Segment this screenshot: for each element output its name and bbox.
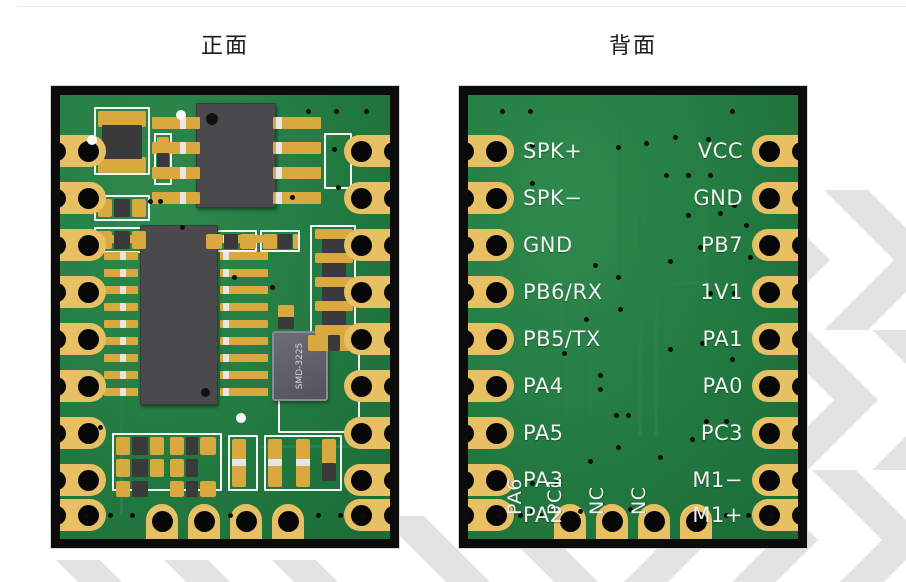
pad-back-left-1 [468,135,514,167]
pad-front-bottom-3 [230,504,262,539]
pin-label-spk-minus: SPK− [523,186,583,210]
pad-front-right-5 [344,323,390,355]
pcb-board-front: SMD-3225 [51,86,399,548]
pin-label-pa0: PA0 [702,374,743,398]
pin-label-m1-minus: M1− [692,468,743,492]
pin-label-vcc: VCC [697,139,743,163]
caption-front-view: 正面 [200,34,249,59]
pad-back-right-1 [752,135,798,167]
pad-front-left-6 [60,370,106,402]
pin-label-1v1: 1V1 [700,280,743,304]
pad-back-left-6 [468,370,514,402]
pin-label-pb6-rx: PB6/RX [523,280,603,304]
pad-back-right-5 [752,323,798,355]
pad-front-bottom-4 [272,504,304,539]
pad-front-right-2 [344,182,390,214]
top-divider-rule [18,6,906,7]
pad-back-right-8 [752,464,798,496]
pcb-substrate-back: SPK+ SPK− GND PB6/RX PB5/TX PA4 PA5 PA3 … [468,95,798,539]
pad-front-left-3 [60,229,106,261]
pad-front-left-9 [60,499,106,531]
pin-label-pa4: PA4 [523,374,564,398]
pin-label-pc3: PC3 [700,421,743,445]
pin-label-gnd-left: GND [523,233,573,257]
pad-back-right-2 [752,182,798,214]
pad-back-left-7 [468,417,514,449]
silk-outline-j [112,433,222,491]
pad-front-right-8 [344,464,390,496]
pin-label-m1-plus: M1+ [692,503,743,527]
pad-front-left-4 [60,276,106,308]
pad-back-left-5 [468,323,514,355]
pin-label-spk-plus: SPK+ [523,139,583,163]
pad-back-right-6 [752,370,798,402]
pcb-board-back: SPK+ SPK− GND PB6/RX PB5/TX PA4 PA5 PA3 … [459,86,807,548]
pcb-substrate-front: SMD-3225 [60,95,390,539]
pad-back-left-8 [468,464,514,496]
pad-back-right-7 [752,417,798,449]
pad-front-bottom-1 [146,504,178,539]
pin-label-pb5-tx: PB5/TX [523,327,601,351]
pad-front-left-2 [60,182,106,214]
pin-label-gnd-right: GND [693,186,743,210]
ic-chip-top [196,103,276,208]
silk-outline-k [228,435,258,491]
crystal-marking-label: SMD-3225 [295,342,305,390]
pad-front-right-4 [344,276,390,308]
pad-back-left-4 [468,276,514,308]
pad-front-right-7 [344,417,390,449]
silk-outline-b [154,133,172,185]
pin-label-pa5: PA5 [523,421,564,445]
pad-back-left-2 [468,182,514,214]
pad-front-right-3 [344,229,390,261]
pad-front-left-8 [60,464,106,496]
pin-label-pa1: PA1 [702,327,743,351]
pad-front-bottom-2 [188,504,220,539]
pin-label-pa3: PA3 [523,468,564,492]
pad-back-right-3 [752,229,798,261]
pin-label-nc-2: NC [628,486,650,515]
pad-front-left-1 [60,135,106,167]
pad-front-left-5 [60,323,106,355]
pad-back-left-3 [468,229,514,261]
pad-front-right-9 [344,499,390,531]
pad-back-right-4 [752,276,798,308]
silk-outline-l [264,435,342,491]
pad-front-left-7 [60,417,106,449]
pad-front-right-1 [344,135,390,167]
pin-label-pb7: PB7 [701,233,743,257]
pad-front-right-6 [344,370,390,402]
caption-back-view: 背面 [608,34,657,59]
ic-chip-main [140,225,218,405]
pad-back-right-9 [752,499,798,531]
